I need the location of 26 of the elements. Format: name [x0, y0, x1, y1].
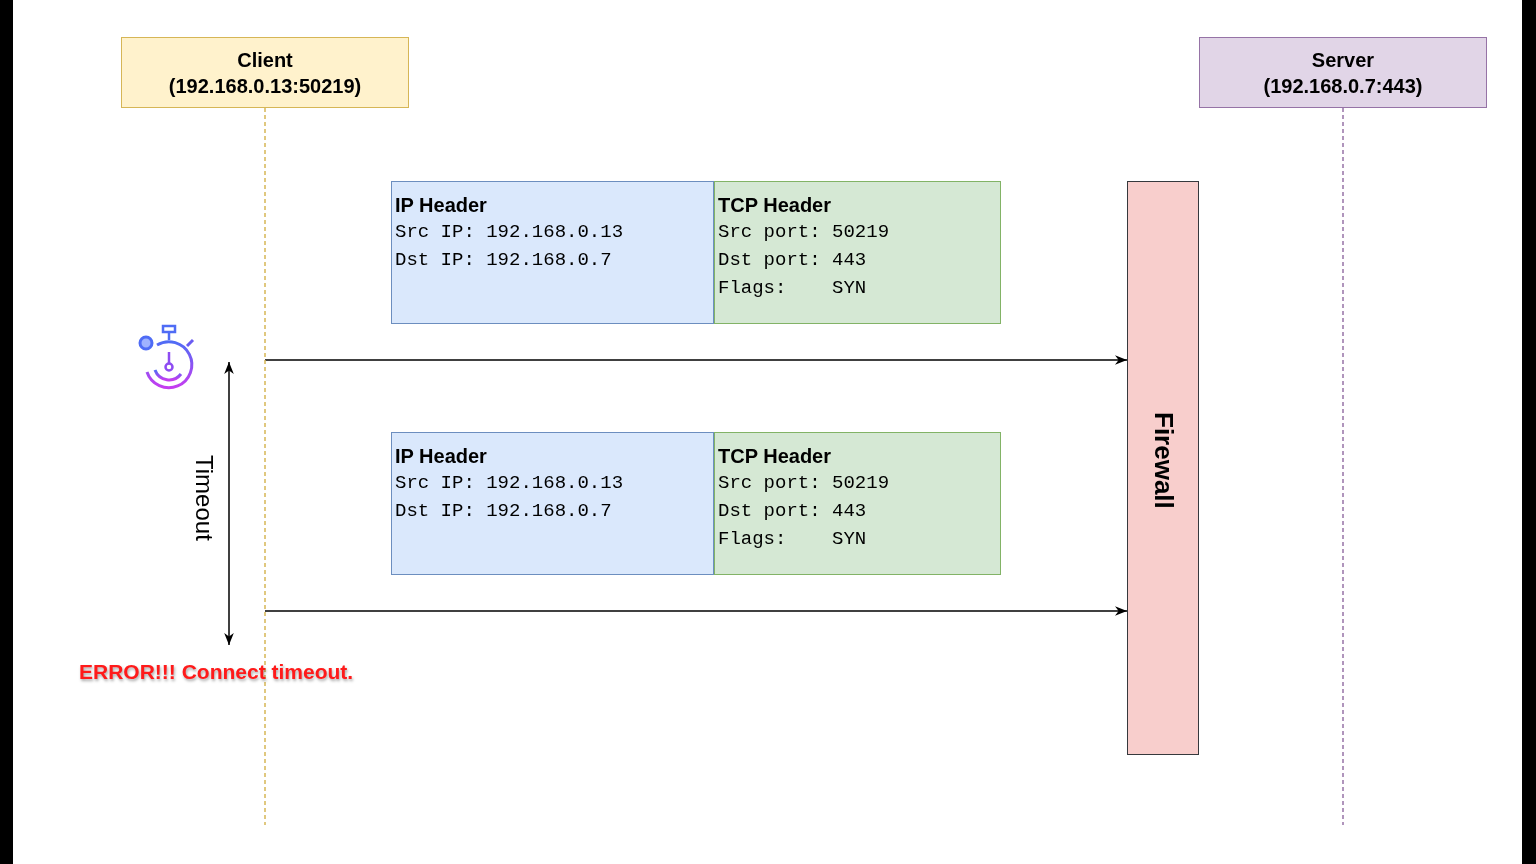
participant-label: Client (192.168.0.13:50219)	[168, 47, 362, 99]
firewall-box	[1127, 181, 1199, 755]
message-arrow	[264, 606, 1128, 616]
message-arrow	[264, 355, 1128, 365]
header-field-text: Dst IP: 192.168.0.7	[395, 248, 612, 273]
header-field-text: Src IP: 192.168.0.13	[395, 220, 624, 245]
header-field-text: Flags: SYN	[718, 276, 867, 301]
ip-header-box	[391, 432, 714, 575]
header-title: TCP Header	[718, 444, 831, 469]
timeout-label: Timeout	[190, 455, 218, 541]
header-field-text: Dst port: 443	[718, 499, 867, 524]
tcp-header-box	[714, 181, 1001, 324]
firewall-label: Firewall	[1147, 412, 1179, 509]
header-title: TCP Header	[718, 193, 831, 218]
tcp-header-box	[714, 432, 1001, 575]
error-message: ERROR!!! Connect timeout.	[79, 660, 354, 684]
header-field-text: Dst IP: 192.168.0.7	[395, 499, 612, 524]
header-field-text: Src port: 50219	[718, 220, 890, 245]
header-title: IP Header	[395, 444, 487, 469]
header-field-text: Dst port: 443	[718, 248, 867, 273]
participant-label: Server (192.168.0.7:443)	[1262, 47, 1424, 99]
header-field-text: Src port: 50219	[718, 471, 890, 496]
ip-header-box	[391, 181, 714, 324]
header-title: IP Header	[395, 193, 487, 218]
header-field-text: Src IP: 192.168.0.13	[395, 471, 624, 496]
header-field-text: Flags: SYN	[718, 527, 867, 552]
